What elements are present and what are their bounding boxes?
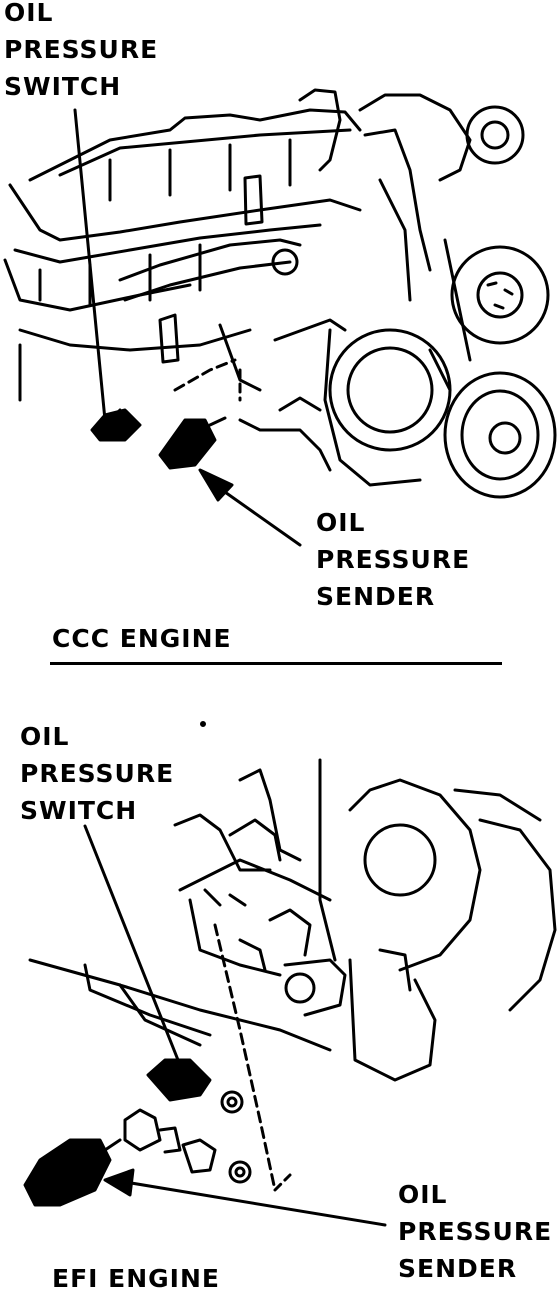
top-sender-label: OIL PRESSURE SENDER [316,504,470,615]
top-switch-label: OIL PRESSURE SWITCH [4,0,158,105]
top-sender-label-line-2: PRESSURE [316,545,471,574]
bottom-sender-label-line-3: SENDER [398,1254,518,1283]
bottom-switch-label: OIL PRESSURE SWITCH [20,718,174,829]
bottom-switch-label-line-2: PRESSURE [20,759,175,788]
section-divider [50,662,502,665]
bottom-sender-label: OIL PRESSURE SENDER [398,1176,552,1287]
bottom-switch-label-line-3: SWITCH [20,796,138,825]
bottom-sender-label-line-1: OIL [398,1180,448,1209]
top-switch-label-line-3: SWITCH [4,72,122,101]
bottom-sender-label-line-2: PRESSURE [398,1217,553,1246]
top-sender-label-line-3: SENDER [316,582,436,611]
ccc-engine-illustration [3,88,557,547]
bottom-caption: EFI ENGINE [52,1264,220,1293]
bottom-switch-label-line-1: OIL [20,722,70,751]
top-sender-label-line-1: OIL [316,508,366,537]
top-switch-label-line-1: OIL [4,0,54,27]
top-caption: CCC ENGINE [52,624,232,653]
top-switch-label-line-2: PRESSURE [4,35,159,64]
